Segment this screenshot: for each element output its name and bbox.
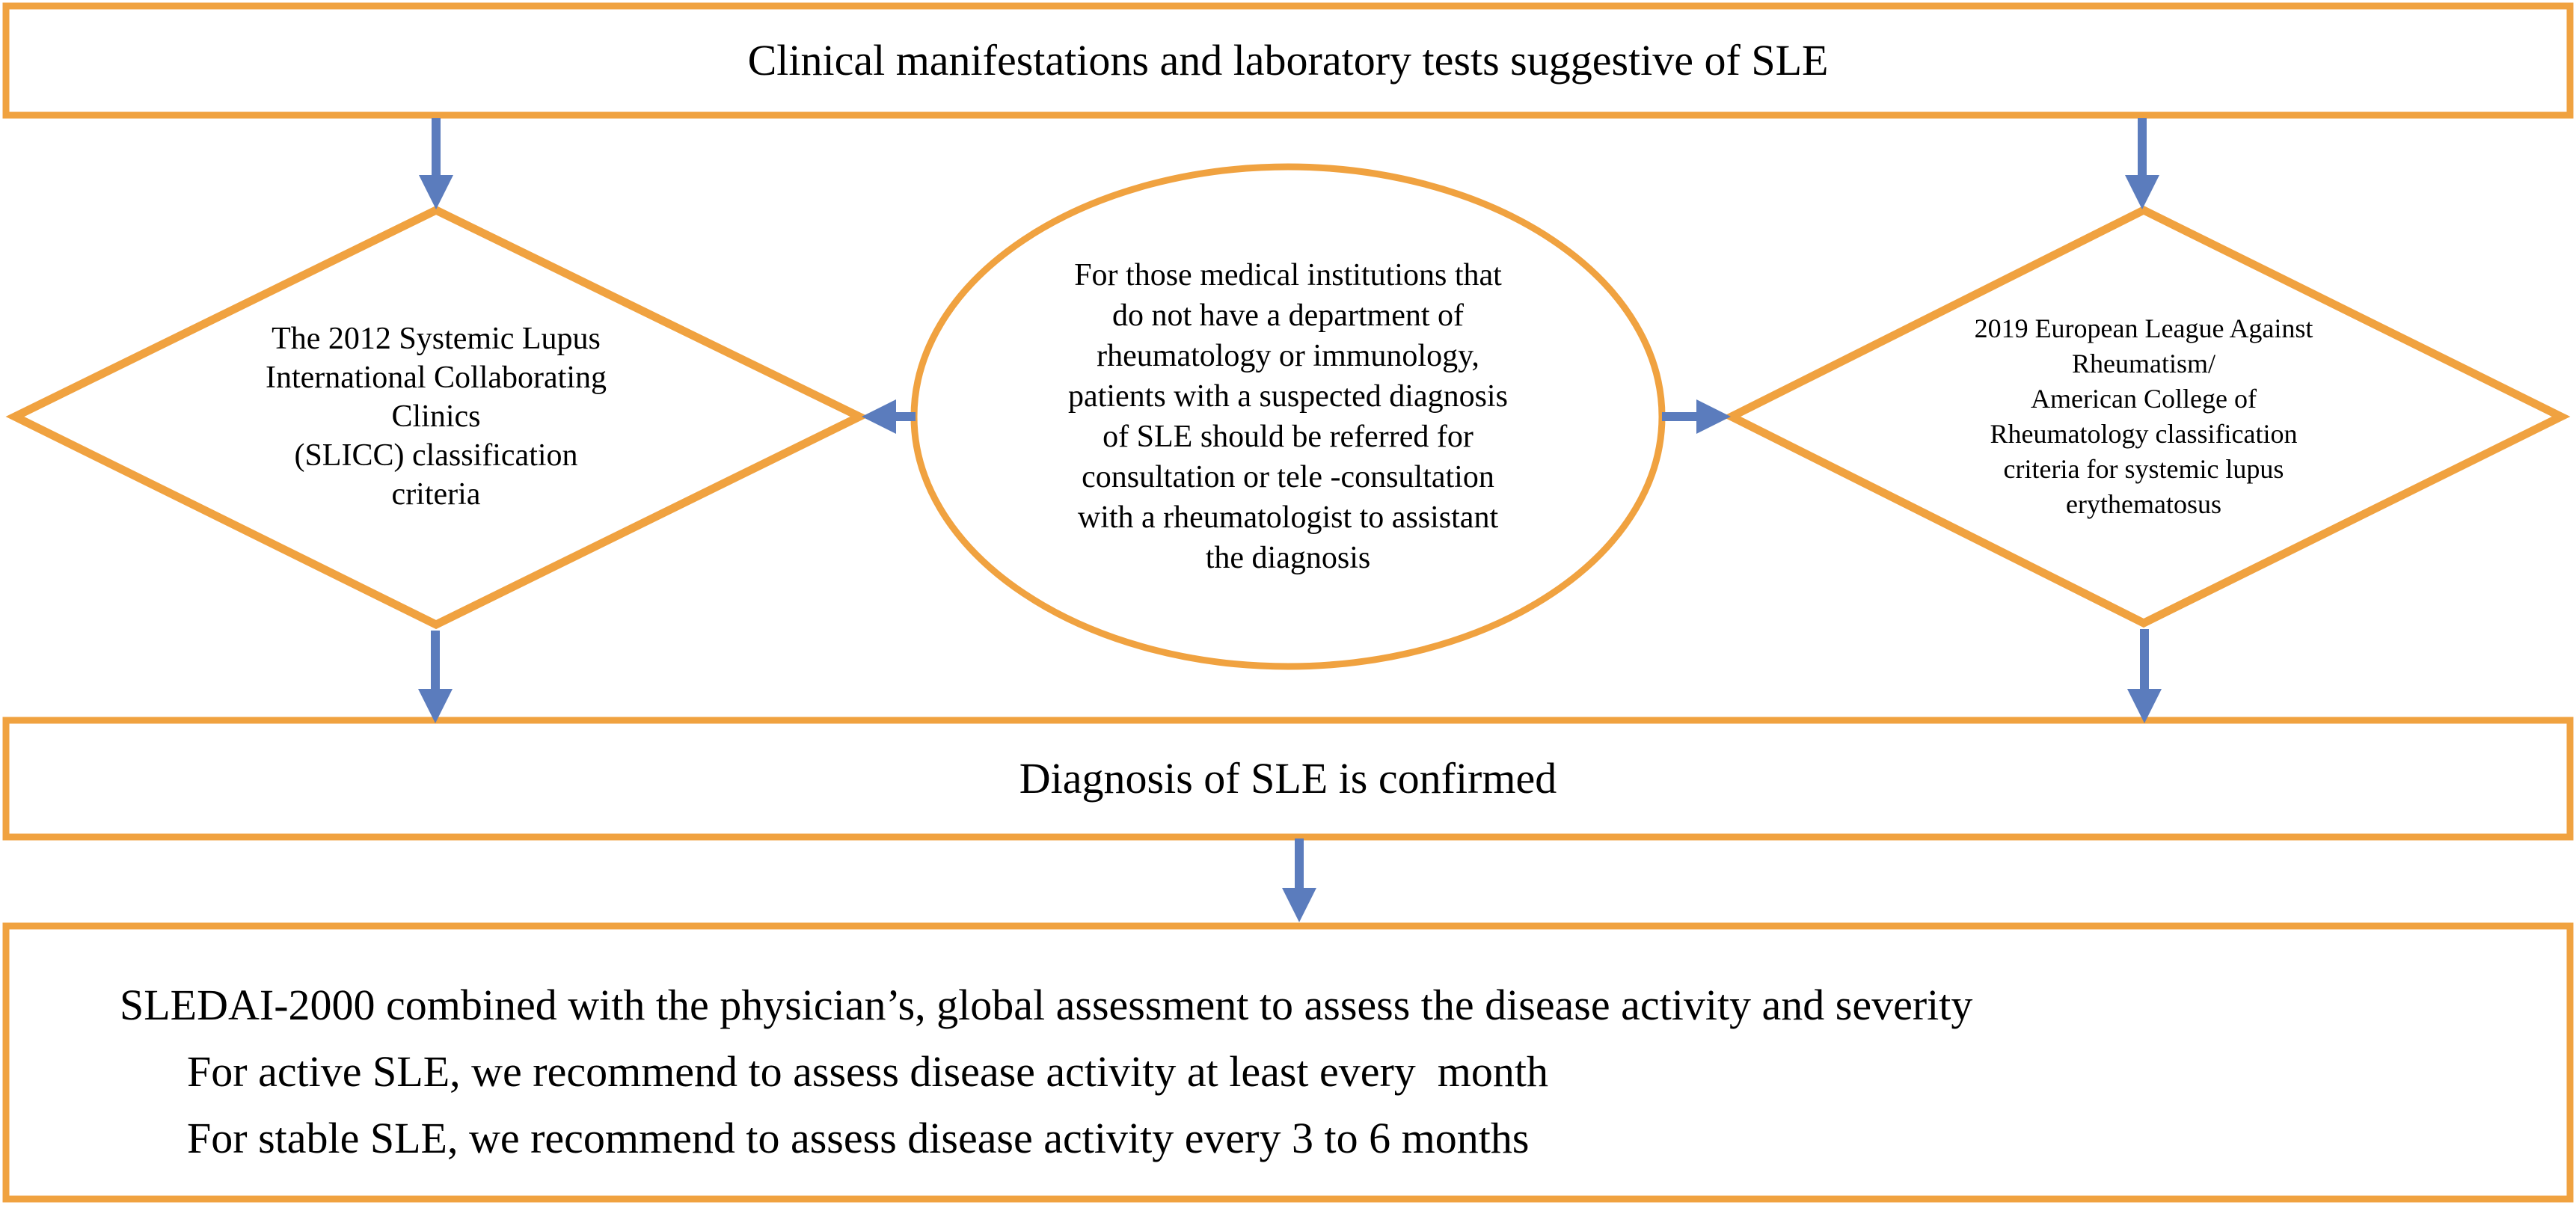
assessment-line-3: For stable SLE, we recommend to assess d… bbox=[187, 1114, 1530, 1162]
arrow-ellipse-to-right-diamond-icon bbox=[1662, 399, 1731, 434]
top-box-outline bbox=[2, 2, 2574, 119]
arrow-ellipse-to-left-diamond-icon bbox=[862, 399, 916, 434]
assessment-box-text: SLEDAI-2000 combined with the physician’… bbox=[0, 926, 2576, 1199]
right-diamond-shape bbox=[1722, 205, 2571, 628]
left-diamond-shape bbox=[5, 205, 869, 630]
assessment-line-1: SLEDAI-2000 combined with the physician’… bbox=[120, 981, 1973, 1029]
arrow-top-to-right-diamond-icon bbox=[2125, 118, 2159, 209]
assessment-line-2: For active SLE, we recommend to assess d… bbox=[187, 1047, 1549, 1096]
arrow-left-diamond-to-diagnosis-icon bbox=[418, 631, 453, 723]
right-diamond-label: 2019 European League Against Rheumatism/… bbox=[1974, 313, 2313, 519]
top-box-label: Clinical manifestations and laboratory t… bbox=[747, 36, 1829, 85]
arrow-diagnosis-to-assessment-icon bbox=[1282, 838, 1316, 922]
center-ellipse-label: For those medical institutions that do n… bbox=[1068, 258, 1508, 575]
left-diamond-label: The 2012 Systemic Lupus International Co… bbox=[265, 322, 607, 512]
diagnosis-box-label: Diagnosis of SLE is confirmed bbox=[1019, 754, 1557, 803]
arrow-right-diamond-to-diagnosis-icon bbox=[2127, 629, 2162, 723]
diagnosis-box-outline bbox=[2, 717, 2574, 841]
assessment-box-outline bbox=[2, 922, 2574, 1203]
arrow-top-to-left-diamond-icon bbox=[419, 118, 453, 209]
